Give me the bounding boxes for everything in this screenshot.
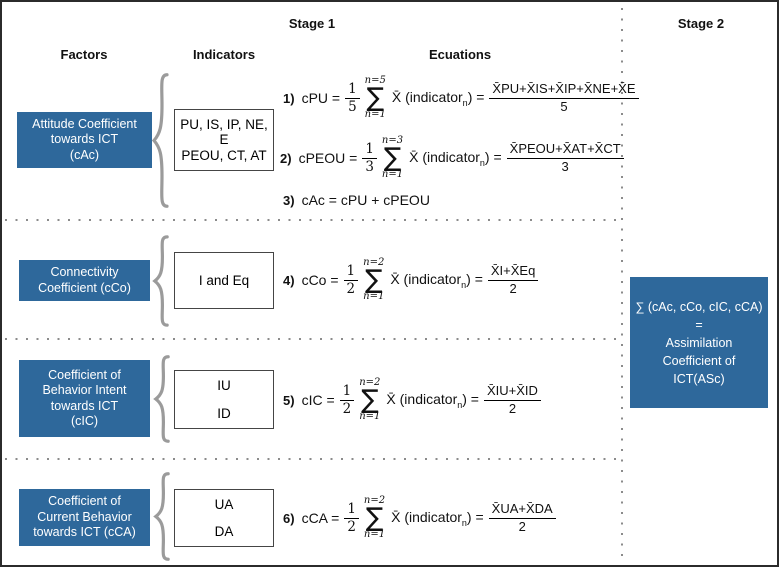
factor-label-line: (cIC)	[70, 414, 99, 428]
indicator-line: I and Eq	[198, 273, 250, 288]
coefficient-fraction: 1 2	[343, 263, 359, 298]
equation-4: 4) cCo = 1 2 n=2 ∑ n=1 X̄ (indicatorn) =…	[283, 251, 539, 309]
factor-label-line: Connectivity	[50, 265, 119, 279]
stage1-header: Stage 1	[288, 16, 336, 31]
indicators-column-header: Indicators	[192, 47, 256, 62]
assimilation-line: ∑ (cAc, cCo, cIC, cCA)	[635, 299, 763, 314]
equation-middle: X̄ (indicatorn) =	[391, 508, 484, 528]
factor-label-line: Behavior Intent	[42, 383, 127, 397]
indicator-line: IU	[217, 378, 231, 393]
equation-lhs: cCA =	[301, 510, 340, 526]
summation-icon: n=5 ∑ n=1	[364, 75, 386, 120]
equations-column-header: Ecuations	[428, 47, 492, 62]
assimilation-line: =	[695, 317, 703, 332]
coefficient-fraction: 1 5	[345, 81, 360, 116]
row-separator-1	[5, 219, 618, 221]
equation-3: 3) cAc = cPU + cPEOU	[283, 192, 430, 208]
factor-box-connectivity: Connectivity Coefficient (cCo)	[19, 260, 150, 301]
indicator-line: ID	[217, 406, 231, 421]
summation-icon: n=2 ∑ n=1	[359, 377, 381, 422]
factor-label-line: Coefficient (cCo)	[38, 280, 131, 295]
result-fraction: X̄I+X̄Eq 2	[487, 263, 539, 297]
brace-icon	[152, 472, 171, 561]
equation-text: cAc = cPU + cPEOU	[301, 192, 430, 208]
equation-number: 6)	[283, 510, 295, 526]
equation-middle: X̄ (indicatorn) =	[409, 148, 502, 168]
factor-label-line: towards ICT	[50, 132, 119, 147]
equation-lhs: cIC =	[301, 392, 335, 408]
result-fraction: X̄IU+X̄ID 2	[483, 383, 541, 417]
assimilation-line: ICT(ASc)	[673, 371, 725, 386]
equation-number: 3)	[283, 192, 295, 208]
equation-2: 2) cPEOU = 1 3 n=3 ∑ n=1 X̄ (indicatorn)…	[280, 129, 624, 187]
equation-middle: X̄ (indicatorn) =	[391, 88, 485, 108]
equation-1: 1) cPU = 1 5 n=5 ∑ n=1 X̄ (indicatorn) =…	[283, 69, 639, 127]
factor-label-line: Coefficient of	[48, 367, 121, 382]
equation-lhs: cPU =	[301, 90, 341, 106]
summation-icon: n=3 ∑ n=1	[381, 135, 404, 180]
factor-label-line: Current Behavior	[37, 509, 132, 524]
indicator-box-attitude: PU, IS, IP, NE, E PEOU, CT, AT	[174, 109, 274, 171]
equation-lhs: cCo =	[301, 272, 339, 288]
assimilation-coefficient-box: ∑ (cAc, cCo, cIC, cCA) = Assimilation Co…	[630, 277, 768, 408]
brace-icon	[150, 72, 170, 209]
factor-label-line: towards ICT	[50, 398, 119, 413]
indicator-line: PU, IS, IP, NE, E	[180, 117, 268, 147]
factor-box-current-behavior: Coefficient of Current Behavior towards …	[19, 489, 150, 546]
coefficient-fraction: 1 2	[344, 501, 359, 536]
stage2-header: Stage 2	[677, 16, 725, 31]
brace-icon	[152, 355, 171, 443]
indicator-box-current-behavior: UA DA	[174, 489, 274, 547]
assimilation-line: Coefficient of	[662, 353, 736, 368]
equation-middle: X̄ (indicatorn) =	[386, 390, 479, 410]
factors-column-header: Factors	[60, 47, 108, 62]
factor-label-line: Coefficient of	[48, 494, 121, 509]
factor-label-line: (cAc)	[69, 147, 100, 162]
row-separator-2	[5, 338, 618, 340]
brace-icon	[151, 235, 170, 327]
row-separator-3	[5, 458, 618, 460]
stage-separator	[621, 8, 623, 562]
result-fraction: X̄UA+X̄DA 2	[488, 501, 556, 535]
factor-label-line: Attitude Coefficient	[32, 116, 137, 131]
factor-box-attitude: Attitude Coefficient towards ICT (cAc)	[17, 112, 152, 168]
indicator-line: DA	[214, 524, 234, 539]
indicator-line: UA	[214, 497, 234, 512]
equation-6: 6) cCA = 1 2 n=2 ∑ n=1 X̄ (indicatorn) =…	[283, 489, 556, 547]
indicator-box-behavior-intent: IU ID	[174, 370, 274, 429]
equation-middle: X̄ (indicatorn) =	[390, 270, 483, 290]
equation-lhs: cPEOU =	[298, 150, 358, 166]
indicator-line: PEOU, CT, AT	[181, 148, 267, 163]
summation-icon: n=2 ∑ n=1	[363, 495, 386, 540]
equation-5: 5) cIC = 1 2 n=2 ∑ n=1 X̄ (indicatorn) =…	[283, 371, 541, 429]
coefficient-fraction: 1 3	[362, 141, 377, 176]
factor-box-behavior-intent: Coefficient of Behavior Intent towards I…	[19, 360, 150, 437]
equation-number: 5)	[283, 392, 295, 408]
summation-icon: n=2 ∑ n=1	[363, 257, 385, 302]
equation-number: 1)	[283, 90, 295, 106]
result-fraction: X̄PEOU+X̄AT+X̄CT 3	[506, 141, 624, 175]
assimilation-line: Assimilation	[665, 335, 733, 350]
equation-number: 4)	[283, 272, 295, 288]
factor-label-line: towards ICT (cCA)	[33, 525, 136, 540]
indicator-box-connectivity: I and Eq	[174, 252, 274, 309]
equation-number: 2)	[280, 150, 292, 166]
result-fraction: X̄PU+X̄IS+X̄IP+X̄NE+X̄E 5	[489, 81, 639, 115]
coefficient-fraction: 1 2	[339, 383, 355, 418]
